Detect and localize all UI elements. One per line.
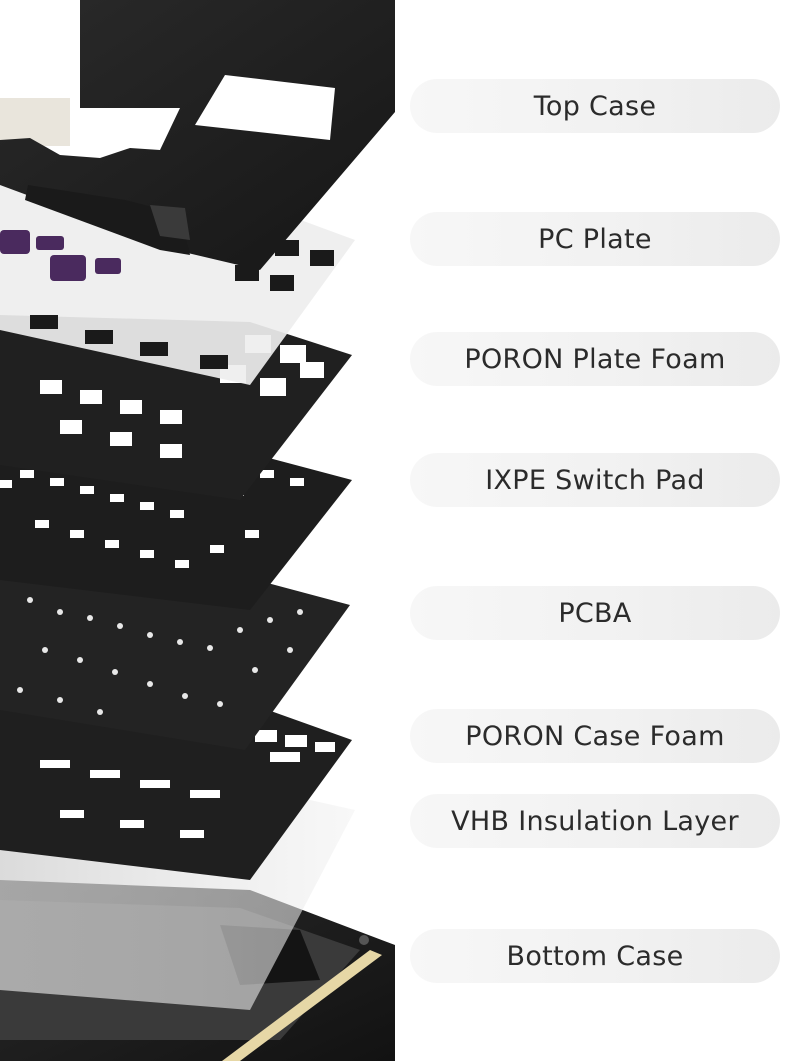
label-text: PORON Plate Foam [464, 343, 726, 375]
pcba-layer [0, 560, 350, 750]
top-case-layer [0, 0, 395, 270]
label-vhb-insulation-layer: VHB Insulation Layer [410, 794, 780, 848]
label-text: Top Case [533, 90, 657, 122]
label-text: IXPE Switch Pad [485, 464, 705, 496]
label-text: VHB Insulation Layer [451, 805, 739, 837]
label-text: PC Plate [538, 223, 652, 255]
label-poron-plate-foam: PORON Plate Foam [410, 332, 780, 386]
label-text: PCBA [558, 597, 632, 629]
label-text: Bottom Case [506, 940, 684, 972]
label-pcba: PCBA [410, 586, 780, 640]
label-ixpe-switch-pad: IXPE Switch Pad [410, 453, 780, 507]
keyboard-exploded-illustration [0, 0, 395, 1061]
label-pc-plate: PC Plate [410, 212, 780, 266]
label-poron-case-foam: PORON Case Foam [410, 709, 780, 763]
label-bottom-case: Bottom Case [410, 929, 780, 983]
label-top-case: Top Case [410, 79, 780, 133]
label-text: PORON Case Foam [465, 720, 725, 752]
